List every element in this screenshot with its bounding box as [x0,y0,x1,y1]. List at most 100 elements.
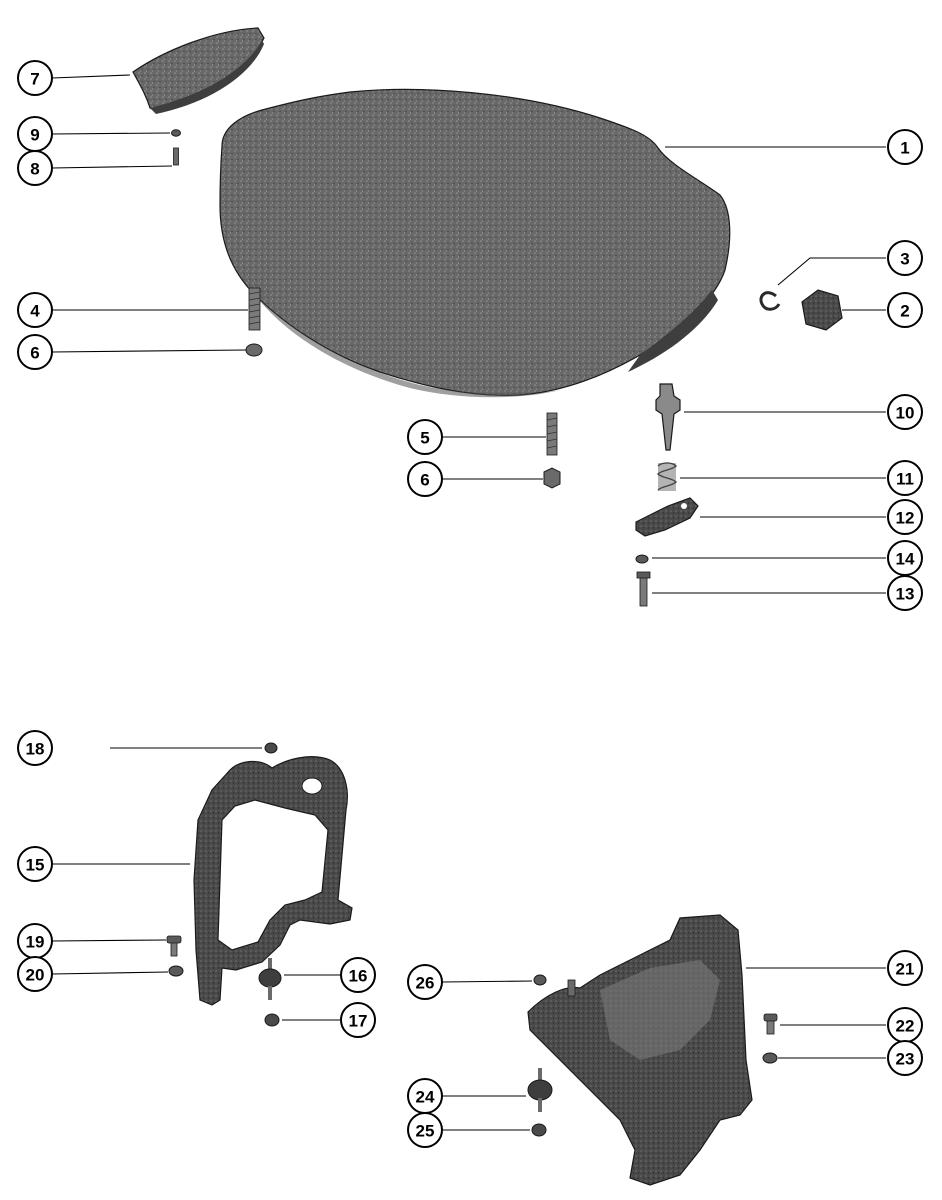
callouts: 1 2 3 4 5 6 6 7 8 9 10 11 12 13 14 15 16… [17,60,923,1148]
leader-6a [51,349,247,353]
leader-26 [441,980,533,983]
svg-text:2: 2 [900,302,909,321]
svg-text:9: 9 [30,126,39,145]
leader-9 [51,132,171,135]
callout-6a: 6 [17,334,53,370]
part-8-screw [173,147,179,166]
callout-20: 20 [17,956,53,992]
callout-4: 4 [17,292,53,328]
part-11-spring [657,462,677,491]
svg-text:13: 13 [896,585,915,604]
part-16-mount [258,958,282,1000]
part-2-block [801,289,843,331]
leader-20 [51,971,169,975]
part-12-bracket [635,497,699,537]
leader-3 [777,257,886,286]
part-22-screw-head [763,1013,778,1022]
callout-18: 18 [17,730,53,766]
callout-8: 8 [17,150,53,186]
part-10-plunger [655,383,681,451]
svg-text:19: 19 [26,933,45,952]
svg-text:23: 23 [896,1050,915,1069]
part-14-washer [635,554,649,564]
part-7-cover-lip [150,40,264,114]
callout-3: 3 [887,240,923,276]
part-1-main-cowl-shadow [255,295,560,398]
part-20-washer [168,965,184,977]
svg-text:10: 10 [896,404,915,423]
part-22-screw [766,1019,775,1035]
part-19-screw-head [166,935,182,944]
part-1-main-cowl [219,88,731,397]
part-19-screw [170,941,178,957]
callout-24: 24 [407,1078,443,1114]
svg-text:12: 12 [896,509,915,528]
part-23-washer [762,1052,778,1064]
svg-text:4: 4 [30,302,40,321]
part-21-housing-stud [567,979,576,997]
callout-2: 2 [887,292,923,328]
leader-8 [51,165,173,169]
part-6-nut-center [543,467,561,489]
svg-text:1: 1 [900,139,909,158]
svg-text:5: 5 [420,429,429,448]
svg-text:3: 3 [900,250,909,269]
svg-text:14: 14 [896,550,915,569]
svg-text:16: 16 [349,967,368,986]
part-13-screw [639,575,648,607]
leader-7 [51,74,131,79]
leader-19 [51,939,167,942]
callout-12: 12 [887,499,923,535]
part-6-nut-left [245,343,263,357]
svg-text:15: 15 [26,856,45,875]
part-4-stud [248,287,261,331]
callout-7: 7 [17,60,53,96]
part-4-stud-threads [248,291,261,325]
part-21-housing-highlight [600,960,720,1060]
callout-1: 1 [887,129,923,165]
callout-16: 16 [340,957,376,993]
svg-text:7: 7 [30,70,39,89]
callout-5: 5 [407,419,443,455]
callout-21: 21 [887,950,923,986]
callout-22: 22 [887,1007,923,1043]
callout-14: 14 [887,540,923,576]
svg-text:24: 24 [416,1088,435,1107]
svg-text:22: 22 [896,1017,915,1036]
svg-text:21: 21 [896,960,915,979]
svg-text:6: 6 [30,344,39,363]
callout-6b: 6 [407,461,443,497]
part-15-bracket-frame [193,756,353,1006]
callout-23: 23 [887,1040,923,1076]
part-5-stud-threads [546,417,558,449]
part-26-nut [533,974,547,986]
svg-text:20: 20 [26,966,45,985]
svg-text:18: 18 [26,740,45,759]
callout-15: 15 [17,846,53,882]
svg-text:8: 8 [30,160,39,179]
svg-text:25: 25 [416,1122,435,1141]
callout-19: 19 [17,923,53,959]
callout-26: 26 [407,964,443,1000]
svg-text:11: 11 [896,470,914,489]
callout-17: 17 [340,1002,376,1038]
callout-13: 13 [887,575,923,611]
svg-text:17: 17 [349,1012,368,1031]
callout-10: 10 [887,394,923,430]
svg-text:6: 6 [420,471,429,490]
part-17-nut [264,1013,280,1027]
part-24-mount [527,1068,553,1112]
callout-9: 9 [17,116,53,152]
part-15-bracket-hole [301,777,323,795]
part-1-main-cowl-rim [628,290,718,372]
part-9-washer [171,129,181,137]
part-13-screw-head [636,571,651,579]
part-18-nut [264,742,278,754]
callout-11: 11 [887,460,923,496]
part-12-bracket-hole [681,503,687,509]
callout-25: 25 [407,1112,443,1148]
svg-text:26: 26 [416,974,435,993]
part-3-clip [759,291,781,311]
part-25-nut [531,1123,547,1137]
